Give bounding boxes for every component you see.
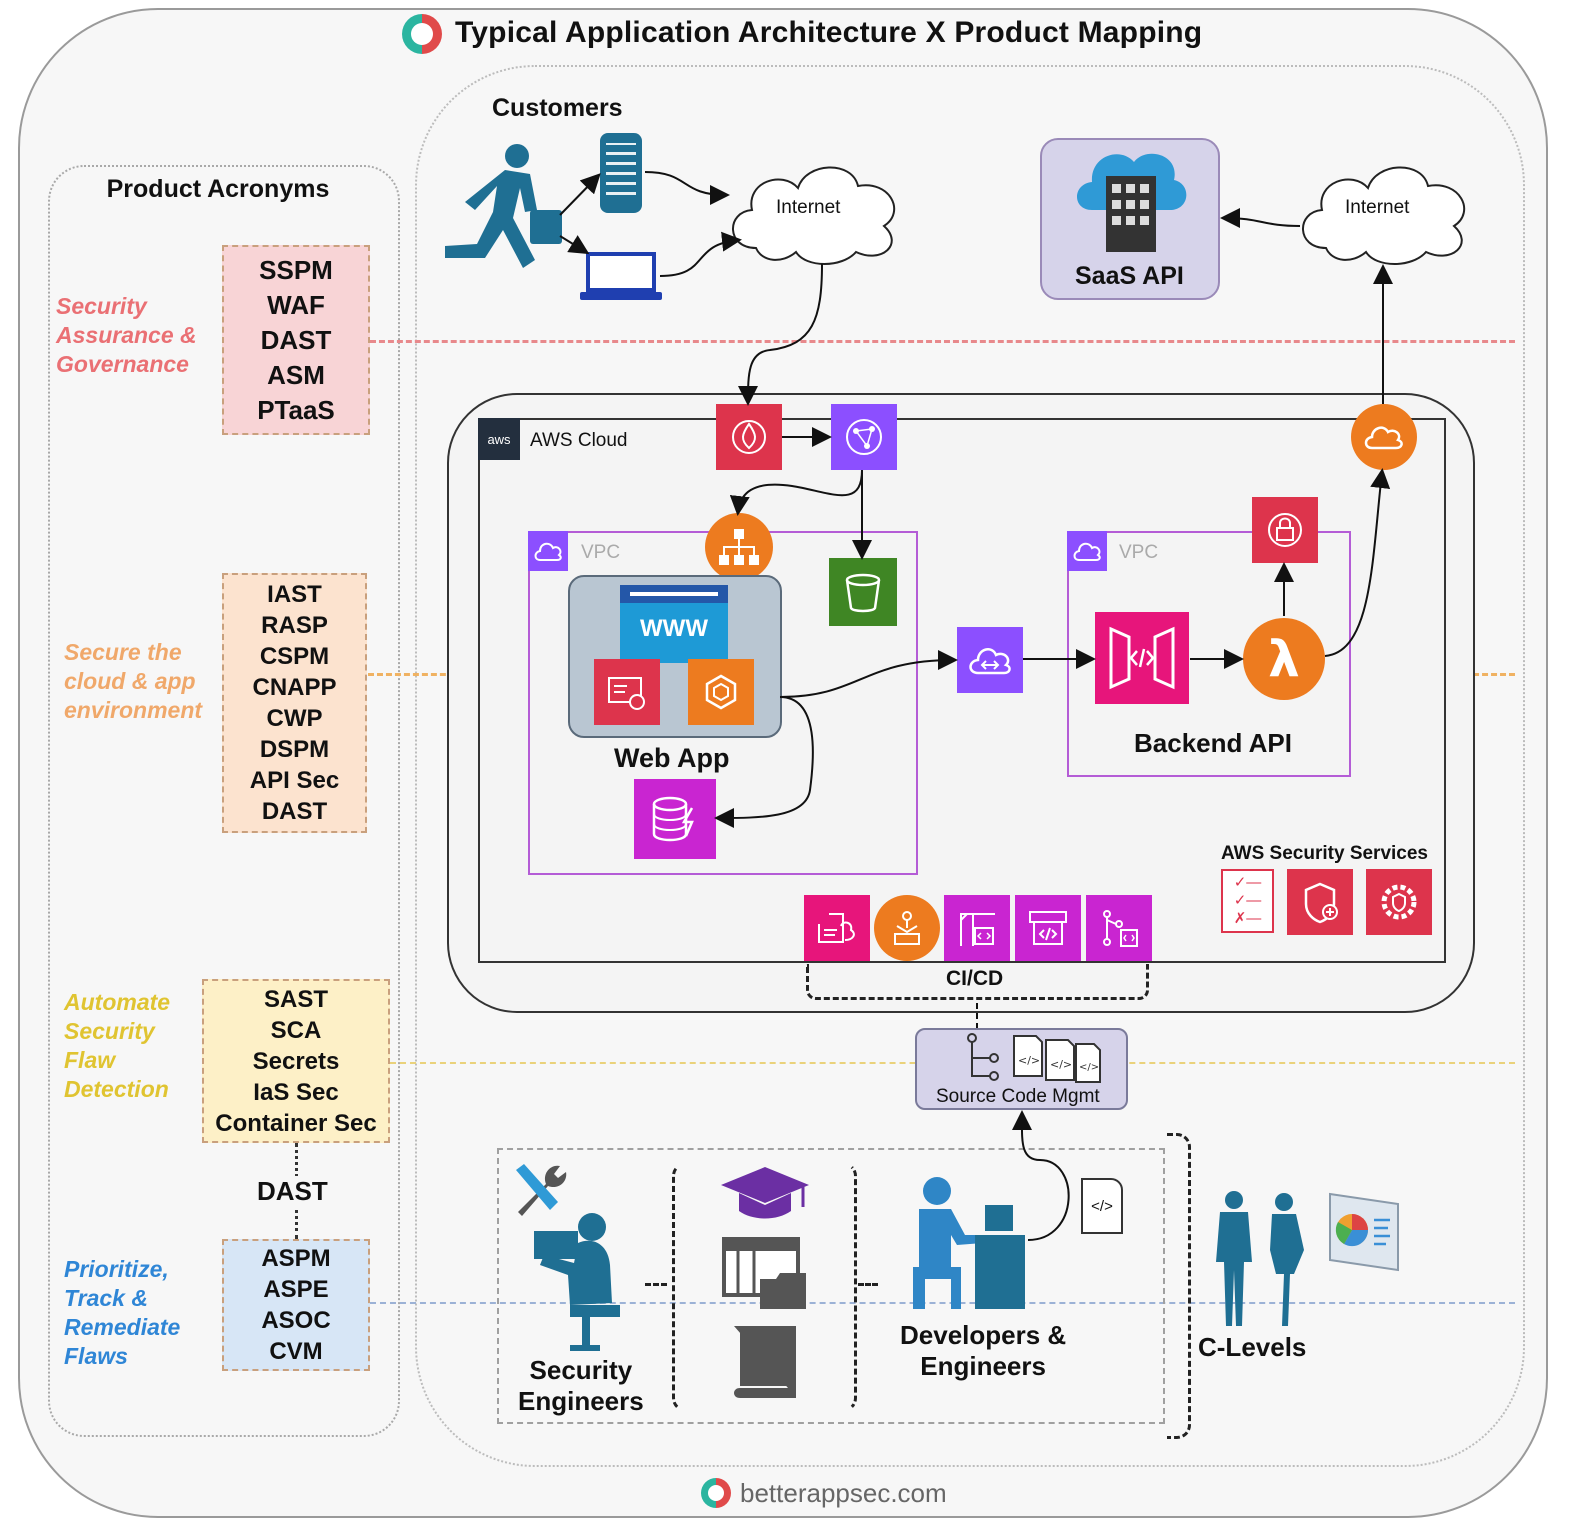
vpc-right-icon [1067,531,1107,571]
security-engineer-icon [534,1213,620,1351]
category-automate: Automate Security Flaw Detection [64,989,171,1102]
acronyms-automate: SAST SCA Secrets IaS Sec Container Sec [202,979,390,1143]
people-zone [497,1148,1165,1424]
vpc-left-label: VPC [581,542,621,563]
page-title: Typical Application Architecture X Produ… [455,16,1203,49]
repository-icon: </> </> </> [967,1033,1101,1083]
acronyms-cloud: IAST RASP CSPM CNAPP CWP DSPM API Sec DA… [222,573,367,833]
aws-security-services-label: AWS Security Services [1221,843,1428,864]
executives-icon [1216,1191,1304,1326]
category-prioritize: Prioritize, Track & Remediate Flaws [64,1256,181,1369]
web-app-label: Web App [614,743,730,773]
shield-fire-icon [716,404,782,470]
code-file-icon: </> [1081,1178,1123,1234]
browser-folder-icon [722,1237,806,1309]
app-runner-icon [688,659,754,725]
laptop-base [580,292,662,300]
shield-plus-icon [1287,869,1353,935]
bracket-link-right [858,1283,878,1286]
c-levels-bracket [1167,1133,1191,1439]
bracket-link-left [645,1283,667,1286]
mapping-line-governance [370,340,1515,343]
container-registry-icon [874,895,940,961]
cicd-bracket [806,964,1149,1000]
acronyms-governance: SSPM WAF DAST ASM PTaaS [222,245,370,435]
category-governance: Security Assurance & Governance [56,293,197,377]
developer-icon [913,1177,1025,1309]
internet-left-label: Internet [776,197,841,218]
pie-chart-icon [1329,1192,1399,1272]
mapping-line-prioritize [370,1302,1515,1304]
internet-cloud-right [1302,166,1466,265]
category-cloud: Secure the cloud & app environment [64,639,203,723]
saas-building-icon [1077,153,1187,252]
aws-logo-icon: aws [478,418,520,460]
internet-cloud-left [732,166,896,265]
backend-api-label: Backend API [1134,728,1292,758]
codedeploy-icon [1015,895,1081,961]
www-icon: WWW [620,585,728,663]
laptop-icon [586,252,656,292]
graduation-cap-icon [721,1167,809,1219]
footer-url[interactable]: betterappsec.com [740,1478,947,1508]
api-gateway-icon [1095,612,1189,704]
saas-api-label: SaaS API [1075,262,1184,290]
vpc-left-icon [528,531,568,571]
vpc-right-label: VPC [1119,542,1159,563]
privatelink-icon [957,627,1023,693]
product-acronyms-panel [48,165,400,1437]
load-balancer-icon [705,513,773,581]
security-engineers-label: Security Engineers [518,1355,644,1416]
source-code-mgmt-label: Source Code Mgmt [936,1086,1100,1107]
svg-text:</>: </> [1079,1062,1099,1073]
book-icon [734,1326,796,1398]
secrets-lock-icon [1252,497,1318,563]
certificate-icon [594,659,660,725]
codepipeline-icon [1086,895,1152,961]
cloudfront-icon [831,404,897,470]
wrench-icon [516,1164,567,1216]
running-person-icon [445,144,562,268]
codebuild-icon [944,895,1010,961]
dynamodb-icon [634,779,716,859]
internet-right-label: Internet [1345,197,1410,218]
aws-cloud-label: AWS Cloud [530,430,628,451]
customers-label: Customers [492,94,623,122]
logo-icon [402,14,442,54]
training-bracket [672,1162,857,1412]
dast-label: DAST [255,1176,330,1207]
footer-logo-icon [701,1478,731,1508]
lambda-icon: λ [1243,618,1325,700]
cloud-orange-icon [1351,404,1417,470]
product-acronyms-heading: Product Acronyms [106,175,330,203]
c-levels-label: C-Levels [1198,1332,1307,1362]
cicd-label: CI/CD [946,967,1004,990]
s3-bucket-icon [829,558,897,626]
developers-label: Developers & Engineers [900,1320,1067,1381]
cloudformation-icon [804,895,870,961]
acronyms-prioritize: ASPM ASPE ASOC CVM [222,1239,370,1371]
svg-text:</>: </> [1018,1054,1040,1067]
security-gear-icon [1366,869,1432,935]
checklist-icon: ✓—✓—✗— [1221,869,1274,933]
mobile-phone-icon [600,133,642,213]
architecture-panel [415,65,1525,1467]
svg-text:</>: </> [1050,1058,1072,1071]
